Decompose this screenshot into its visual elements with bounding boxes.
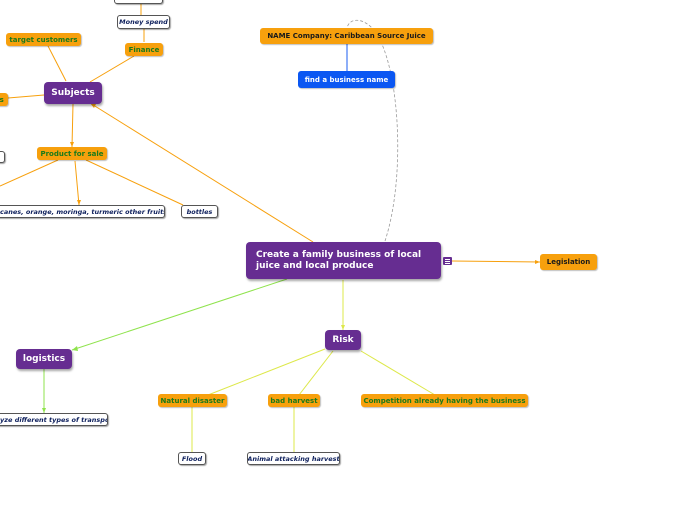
link-subjects-target-customers: [47, 45, 67, 82]
subtopic-find-business-name[interactable]: find a business name: [298, 71, 395, 88]
leaf-bottles-label: bottles: [186, 207, 213, 216]
topic-risk-label: Risk: [332, 335, 354, 345]
subtopic-left-stub-label: ts: [0, 95, 4, 104]
link-risk-natural-disaster: [207, 348, 326, 396]
arrowhead-legislation: [535, 260, 540, 264]
leaf-bottles[interactable]: bottles: [181, 205, 218, 218]
subtopic-bad-harvest-label: bad harvest: [270, 396, 318, 405]
subtopic-target-customers[interactable]: target customers: [6, 33, 81, 46]
link-product-fruits: [74, 160, 80, 206]
arrowhead-logistics: [72, 346, 78, 351]
link-central-subjects: [89, 102, 314, 243]
note-icon[interactable]: [443, 257, 452, 265]
subtopic-name-company[interactable]: NAME Company: Caribbean Source Juice: [260, 28, 433, 44]
link-product-bottles: [85, 159, 184, 206]
link-relationship-dashed: [346, 19, 399, 242]
link-product-left: [0, 159, 59, 187]
leaf-money-spend-label: Money spend: [119, 18, 168, 26]
leaf-money-spend[interactable]: Money spend: [117, 15, 170, 29]
central-topic-label: Create a family business of local juice …: [256, 249, 422, 271]
link-risk-competition: [360, 350, 436, 396]
subtopic-legislation-label: Legislation: [546, 258, 591, 266]
leaf-animal-attacking[interactable]: Animal attacking harvest: [247, 452, 340, 465]
subtopic-target-customers-label: target customers: [9, 35, 78, 44]
central-topic[interactable]: Create a family business of local juice …: [246, 242, 441, 279]
link-risk-bad-harvest: [298, 350, 334, 396]
topic-risk[interactable]: Risk: [325, 330, 361, 350]
arrowhead-product: [70, 142, 74, 147]
subtopic-finance[interactable]: Finance: [125, 43, 163, 56]
topic-logistics-label: logistics: [22, 354, 66, 364]
subtopic-product-for-sale[interactable]: Product for sale: [37, 147, 107, 160]
leaf-top-cutoff[interactable]: [114, 0, 163, 4]
subtopic-product-for-sale-label: Product for sale: [40, 149, 104, 158]
link-subjects-product: [71, 103, 74, 148]
leaf-transport[interactable]: yze different types of transport: [0, 413, 108, 426]
subtopic-natural-disaster[interactable]: Natural disaster: [158, 394, 227, 407]
topic-logistics[interactable]: logistics: [16, 349, 72, 369]
leaf-flood[interactable]: Flood: [178, 452, 206, 465]
link-subjects-left-stub: [7, 94, 45, 99]
link-central-legislation: [451, 260, 541, 263]
subtopic-bad-harvest[interactable]: bad harvest: [268, 394, 320, 407]
subtopic-natural-disaster-label: Natural disaster: [160, 396, 225, 405]
subtopic-competition-label: Competition already having the business: [363, 396, 526, 405]
subtopic-left-stub[interactable]: ts: [0, 93, 8, 106]
subtopic-find-business-name-label: find a business name: [304, 75, 389, 84]
arrowhead-risk: [341, 325, 345, 330]
link-subjects-finance: [89, 55, 135, 83]
subtopic-legislation[interactable]: Legislation: [540, 254, 597, 270]
link-central-logistics: [71, 278, 288, 351]
topic-subjects-label: Subjects: [51, 88, 95, 98]
subtopic-finance-label: Finance: [128, 45, 160, 54]
leaf-flood-label: Flood: [181, 454, 203, 463]
arrowhead-subjects: [90, 103, 96, 108]
leaf-transport-label: yze different types of transport: [0, 415, 108, 424]
subtopic-name-company-label: NAME Company: Caribbean Source Juice: [267, 32, 426, 40]
arrowhead-fruits: [77, 200, 81, 205]
leaf-fruits[interactable]: canes, orange, moringa, turmeric other f…: [0, 205, 165, 218]
leaf-animal-attacking-label: Animal attacking harvest: [247, 454, 340, 463]
leaf-fruits-label: canes, orange, moringa, turmeric other f…: [0, 207, 165, 216]
subtopic-competition[interactable]: Competition already having the business: [361, 394, 528, 407]
leaf-left-cutoff[interactable]: [0, 151, 5, 163]
topic-subjects[interactable]: Subjects: [44, 82, 102, 104]
arrowhead-transport: [42, 408, 46, 413]
